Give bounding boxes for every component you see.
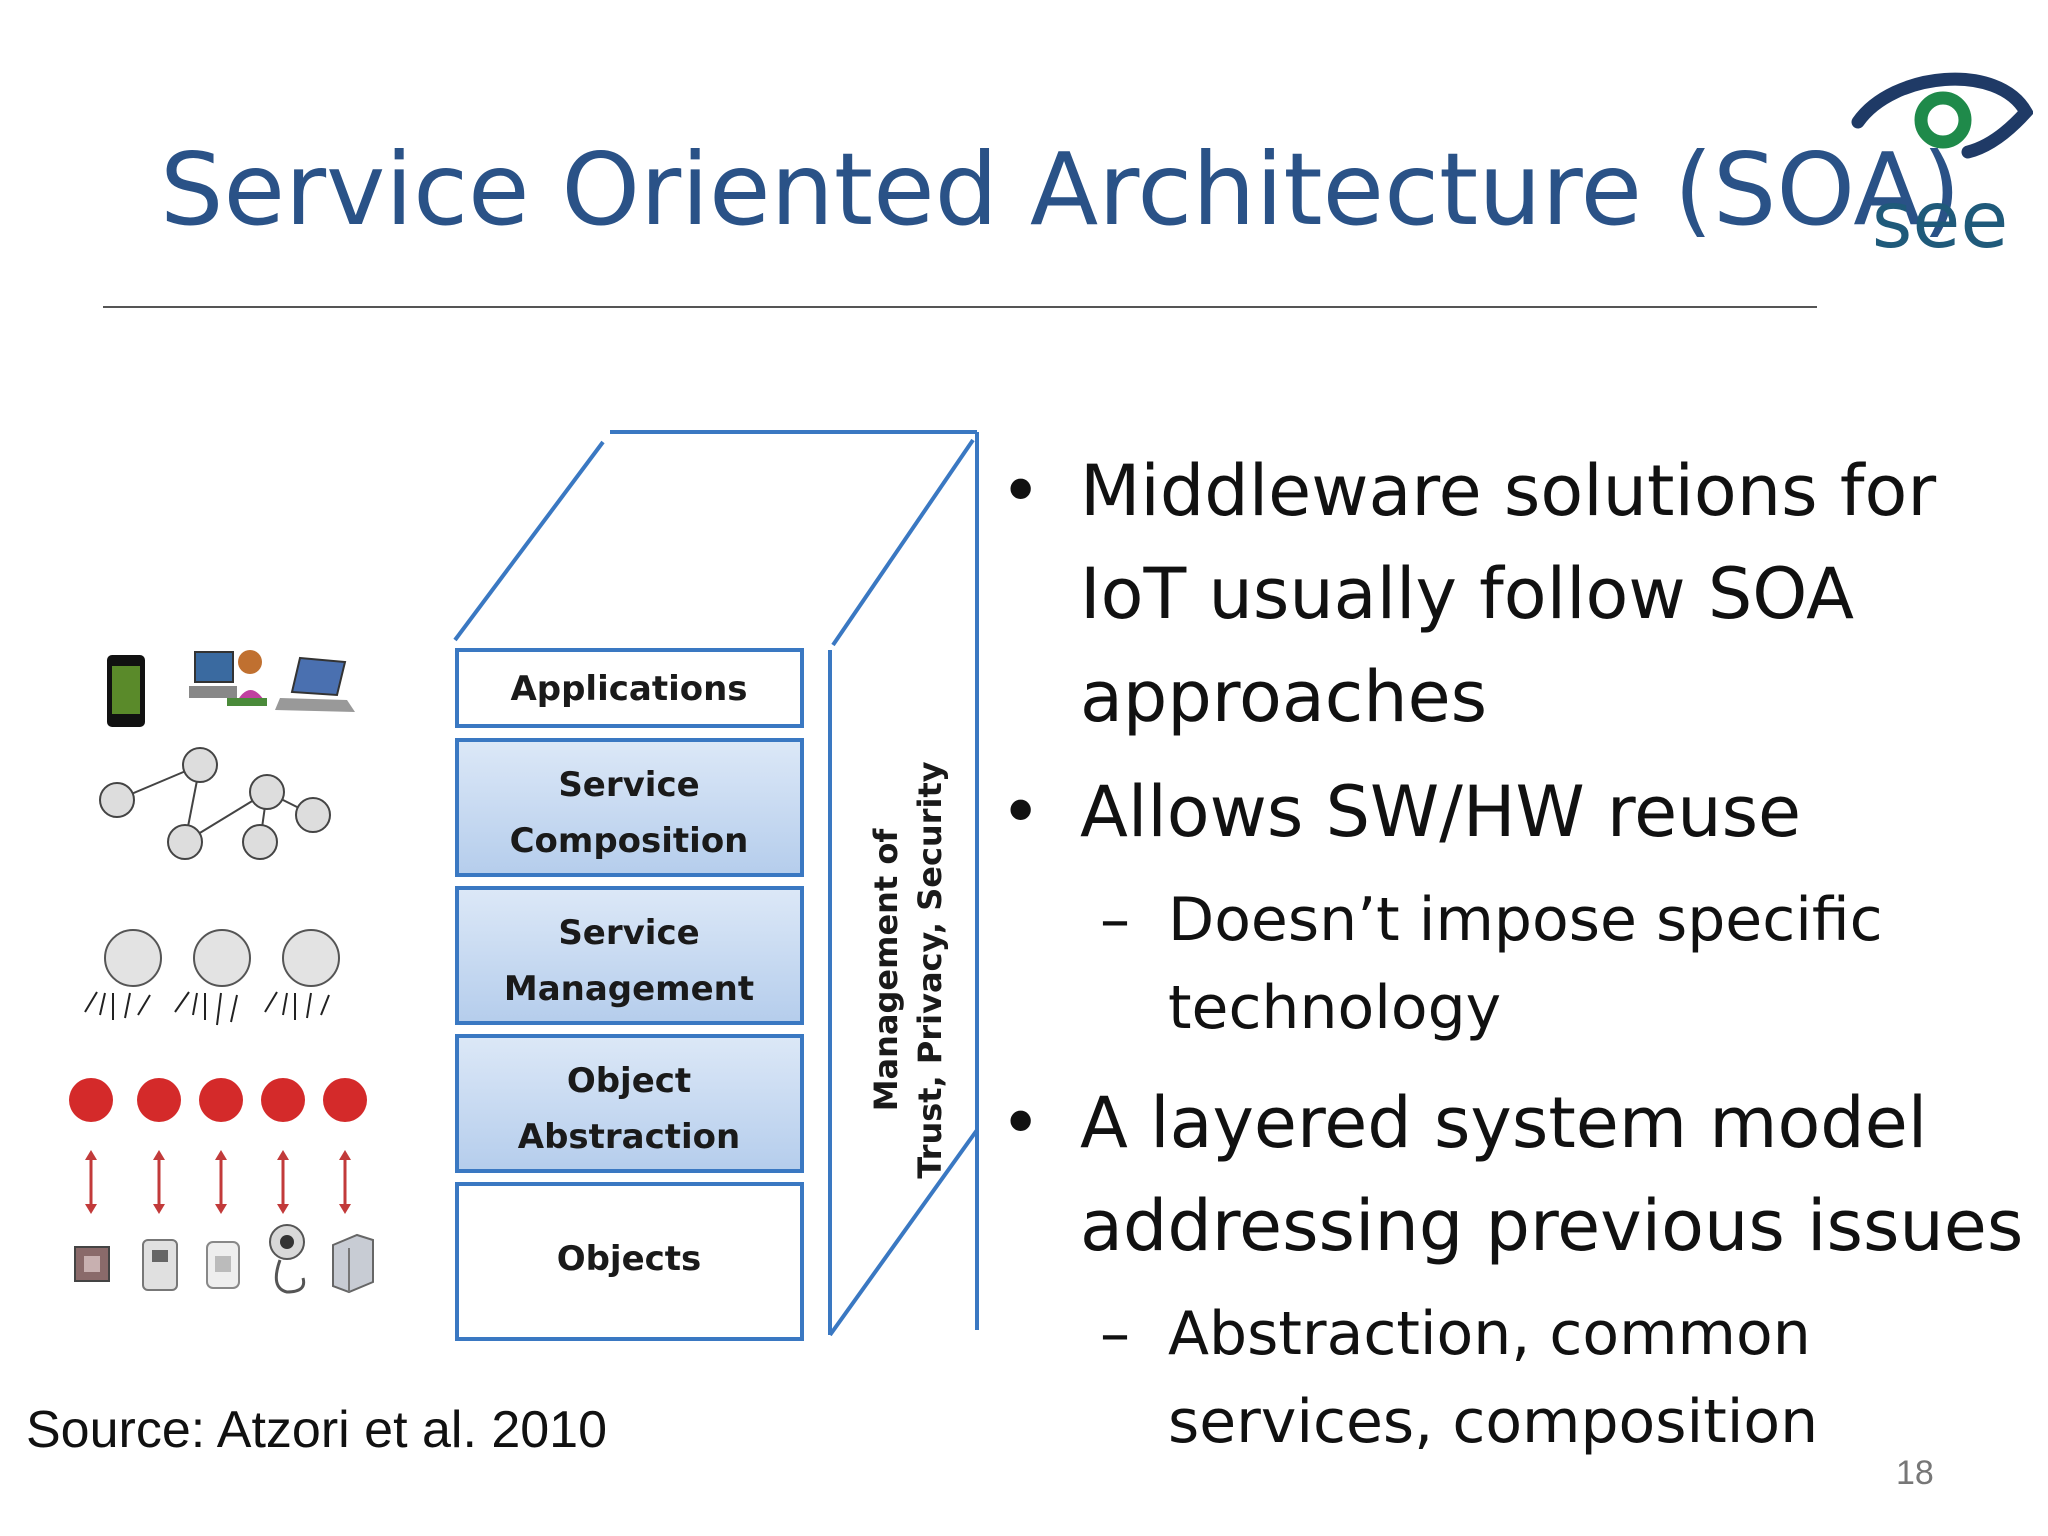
sub-bullet-item: – Doesn’t impose specific technology xyxy=(990,876,2030,1052)
soa-layer-diagram: Applications Service Composition Service… xyxy=(69,430,979,1341)
sub-bullet-dash: – xyxy=(1100,885,1130,955)
see-logo: see xyxy=(1851,72,2033,257)
physical-objects-row xyxy=(74,1224,374,1294)
laptop-icon xyxy=(275,656,355,712)
bullet-list: • Middleware solutions for IoT usually f… xyxy=(990,440,2030,1486)
service-management-nodes xyxy=(84,929,340,1026)
bullet-text: Allows SW/HW reuse xyxy=(1080,771,1802,853)
desktop-user-icon xyxy=(189,650,267,706)
smartphone-icon xyxy=(107,655,145,727)
sub-bullet-text: Abstraction, common services, compositio… xyxy=(1168,1299,1819,1457)
layer-objects: Objects xyxy=(455,1182,804,1341)
rfid-tag-icon xyxy=(74,1246,110,1282)
bullet-dot: • xyxy=(1000,771,1042,853)
svg-text:Composition: Composition xyxy=(510,821,749,861)
object-abstraction-nodes xyxy=(69,1078,367,1214)
svg-text:Object: Object xyxy=(567,1061,691,1101)
title-divider xyxy=(103,306,1817,308)
architecture-box-outline xyxy=(453,430,979,1337)
device-icons-row xyxy=(107,650,355,727)
layer-service-composition: Service Composition xyxy=(455,738,804,877)
logo-eye-arc xyxy=(1851,72,2033,159)
svg-text:Trust, Privacy, Security: Trust, Privacy, Security xyxy=(911,761,949,1178)
page-number: 18 xyxy=(1896,1454,1934,1492)
svg-text:Service: Service xyxy=(558,913,699,953)
layer-applications: Applications xyxy=(455,648,804,728)
svg-text:Management: Management xyxy=(504,969,754,1009)
bullet-dot: • xyxy=(1000,1082,1042,1164)
svg-text:Abstraction: Abstraction xyxy=(518,1117,740,1157)
bullet-item: • A layered system model addressing prev… xyxy=(990,1072,2030,1278)
webcam-icon xyxy=(269,1224,306,1294)
bullet-item: • Allows SW/HW reuse xyxy=(990,761,2030,864)
logo-eye-iris xyxy=(1914,91,1972,149)
side-label-management: Management of Trust, Privacy, Security xyxy=(867,761,949,1178)
source-citation: Source: Atzori et al. 2010 xyxy=(26,1401,608,1459)
motion-sensor-icon xyxy=(206,1241,240,1289)
bullet-text: A layered system model addressing previo… xyxy=(1080,1082,2024,1267)
bullet-text: Middleware solutions for IoT usually fol… xyxy=(1080,450,1937,738)
sub-bullet-dash: – xyxy=(1100,1299,1130,1369)
slide-title: Service Oriented Architecture (SOA) xyxy=(160,131,1961,248)
logo-text: see xyxy=(1872,176,2009,257)
svg-text:Service: Service xyxy=(558,765,699,805)
sub-bullet-text: Doesn’t impose specific technology xyxy=(1168,885,1883,1043)
service-composition-graph xyxy=(99,747,331,860)
bullet-dot: • xyxy=(1000,450,1042,532)
device-box-icon xyxy=(332,1233,374,1294)
svg-text:Management of: Management of xyxy=(867,828,905,1112)
svg-text:Applications: Applications xyxy=(510,669,747,709)
architecture-layers: Applications Service Composition Service… xyxy=(455,648,804,1341)
layer-service-management: Service Management xyxy=(455,886,804,1025)
bullet-item: • Middleware solutions for IoT usually f… xyxy=(990,440,2030,749)
sub-bullet-item: – Abstraction, common services, composit… xyxy=(990,1290,2030,1466)
layer-object-abstraction: Object Abstraction xyxy=(455,1034,804,1173)
svg-text:Objects: Objects xyxy=(557,1239,702,1279)
sensor-device-icon xyxy=(142,1239,178,1291)
